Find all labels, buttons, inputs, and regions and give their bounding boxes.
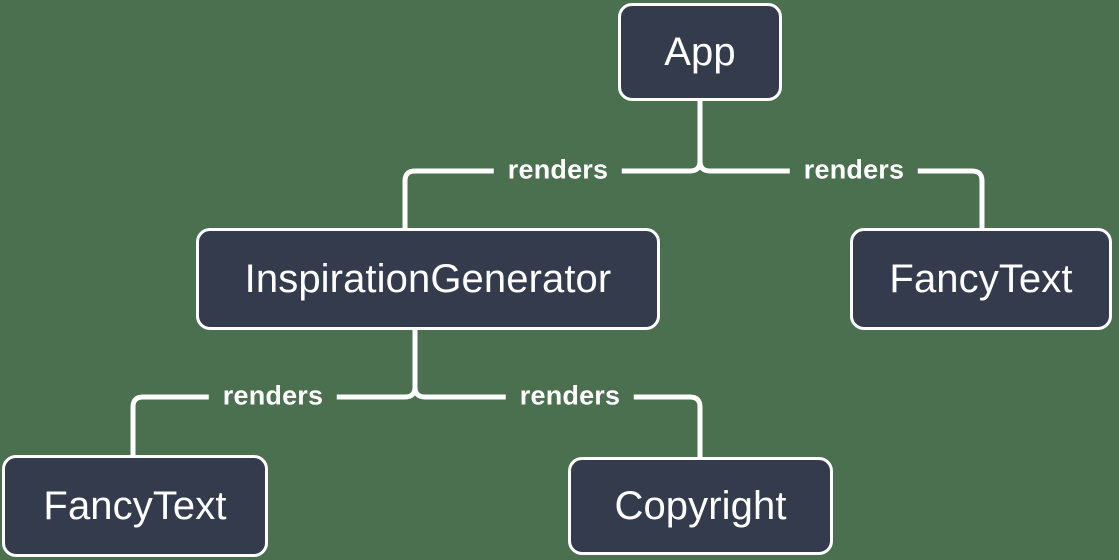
- edge-label-app-to-inspiration: renders: [493, 156, 623, 184]
- edge-label-app-to-fancytext-right: renders: [789, 156, 919, 184]
- edge-label-inspiration-to-fancytext: renders: [208, 382, 338, 410]
- node-copyright[interactable]: Copyright: [568, 457, 833, 555]
- node-fancytext-bottom-label: FancyText: [43, 484, 227, 528]
- node-app[interactable]: App: [618, 3, 782, 101]
- node-inspiration-generator-label: InspirationGenerator: [244, 257, 612, 301]
- node-fancytext-bottom[interactable]: FancyText: [2, 455, 268, 557]
- node-app-label: App: [664, 30, 736, 74]
- node-inspiration-generator[interactable]: InspirationGenerator: [196, 228, 660, 330]
- node-fancytext-right-label: FancyText: [889, 257, 1073, 301]
- node-fancytext-right[interactable]: FancyText: [850, 228, 1112, 330]
- node-copyright-label: Copyright: [614, 484, 787, 528]
- edge-label-inspiration-to-copyright: renders: [505, 382, 635, 410]
